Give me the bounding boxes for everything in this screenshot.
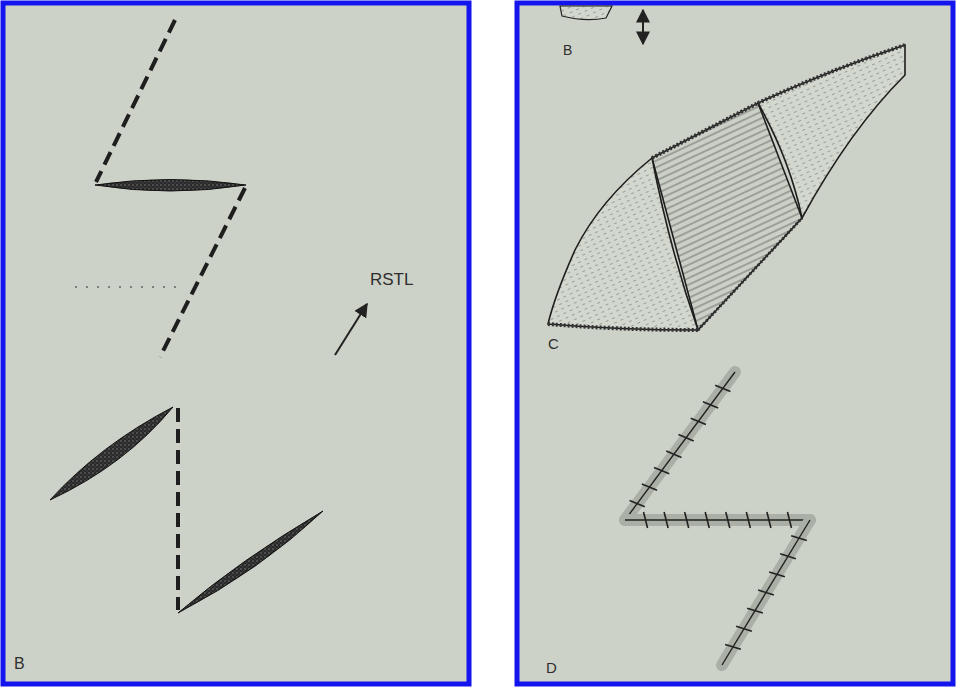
panel-letter: C	[548, 336, 559, 351]
suture-stitch	[654, 467, 669, 473]
scar-lesion	[178, 511, 323, 613]
suture-stitch	[746, 512, 750, 528]
suture-stitch	[642, 484, 657, 490]
panel-letter: B	[563, 43, 572, 57]
suture-stitch	[678, 435, 693, 441]
suture-stitch	[747, 608, 763, 613]
suture-stitch	[726, 512, 730, 528]
planned-z	[96, 20, 245, 357]
suture-line	[625, 519, 810, 520]
rstl-arrow	[335, 304, 367, 355]
left-panel	[3, 3, 469, 684]
suture-stitch	[725, 644, 741, 649]
transposed-flaps	[548, 45, 905, 330]
suture-line	[722, 520, 810, 665]
suture-stitch	[685, 512, 689, 528]
suture-stitch	[767, 512, 771, 528]
dotted-line	[75, 286, 185, 288]
double-arrow	[642, 10, 644, 44]
suture-stitch	[736, 626, 752, 631]
axis-label: RSTL	[370, 271, 413, 288]
scar-lesion	[95, 180, 246, 192]
suture-stitch	[644, 512, 648, 528]
dashed-incision	[176, 408, 180, 610]
right-panel	[517, 3, 953, 684]
suture-line	[625, 372, 735, 520]
suture-stitch	[769, 572, 785, 577]
partial-flap	[560, 6, 612, 20]
sutured-z	[625, 372, 810, 665]
suture-stitch	[758, 590, 774, 595]
panel-letter: B	[14, 656, 25, 672]
suture-stitch	[664, 512, 668, 528]
suture-stitch	[791, 536, 807, 541]
suture-stitch	[787, 512, 791, 528]
suture-stitch	[703, 402, 718, 408]
suture-stitch	[705, 512, 709, 528]
suture-stitch	[715, 385, 730, 391]
suture-band	[625, 372, 735, 520]
suture-stitch	[666, 451, 681, 457]
suture-band	[722, 520, 810, 665]
suture-stitch	[780, 554, 796, 559]
panel-letter: D	[546, 660, 557, 675]
suture-band	[625, 514, 810, 526]
suture-stitch	[691, 418, 706, 424]
scar-lesion	[50, 407, 173, 500]
suture-stitch	[630, 500, 645, 506]
